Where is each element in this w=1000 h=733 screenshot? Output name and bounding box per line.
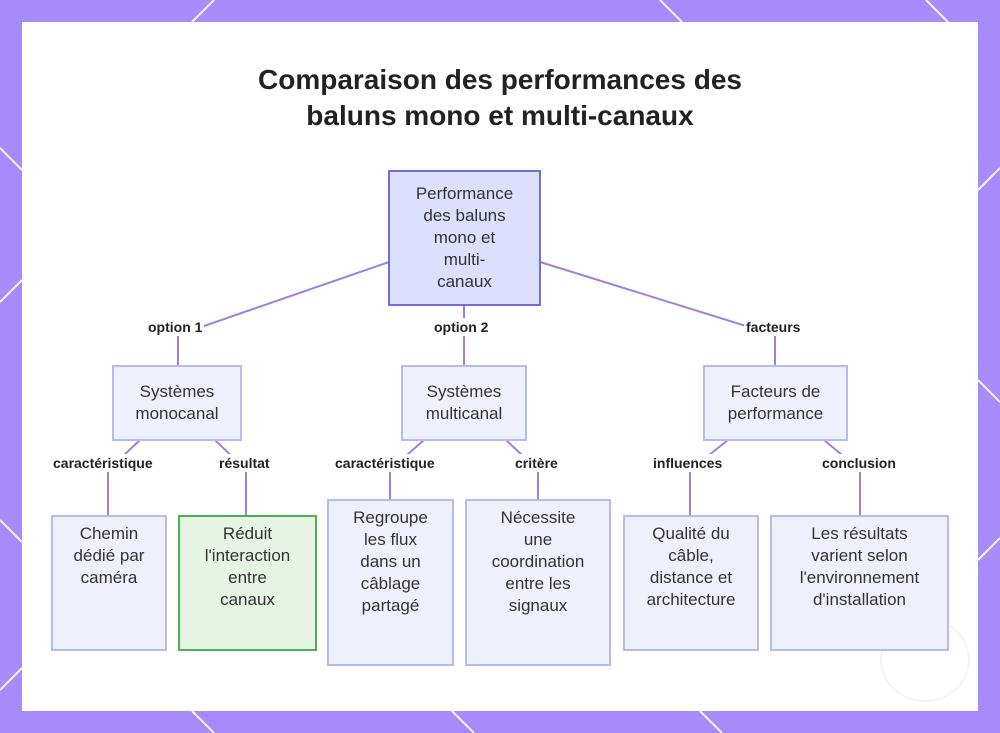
node-line: câble, bbox=[668, 546, 714, 565]
node-line: Chemin bbox=[79, 524, 139, 543]
edge-label-mono-resultat: résultat bbox=[217, 454, 272, 472]
node-line: distance et bbox=[649, 568, 733, 587]
diagram-title: Comparaison des performances des baluns … bbox=[0, 62, 1000, 134]
node-line: performance bbox=[727, 404, 824, 423]
node-root-line: Performance bbox=[415, 184, 514, 203]
edge-influences bbox=[689, 439, 729, 516]
node-line: Facteurs de bbox=[730, 382, 821, 401]
node-line: caméra bbox=[80, 568, 138, 587]
node-regroupe: Regroupe les flux dans un câblage partag… bbox=[327, 499, 454, 666]
node-line: partagé bbox=[361, 596, 420, 615]
edge-mono-resultat bbox=[214, 439, 247, 516]
node-line: les flux bbox=[364, 530, 417, 549]
edge-label-multi-caracteristique: caractéristique bbox=[333, 454, 437, 472]
node-line: canaux bbox=[220, 590, 275, 609]
node-root: Performance des baluns mono et multi- ca… bbox=[388, 170, 541, 306]
node-line: entre les bbox=[505, 574, 571, 593]
node-line: d'installation bbox=[812, 590, 906, 609]
node-line: monocanal bbox=[135, 404, 219, 423]
node-line: Les résultats bbox=[811, 524, 908, 543]
title-line-2: baluns mono et multi-canaux bbox=[306, 100, 694, 131]
node-root-line: multi- bbox=[443, 250, 486, 269]
node-reduit: Réduit l'interaction entre canaux bbox=[178, 515, 317, 651]
node-chemin: Chemin dédié par caméra bbox=[51, 515, 167, 651]
edge-conclusion bbox=[823, 439, 861, 516]
node-line: l'environnement bbox=[799, 568, 920, 587]
node-necessite: Nécessite une coordination entre les sig… bbox=[465, 499, 611, 666]
node-monocanal: Systèmes monocanal bbox=[112, 365, 242, 441]
node-resultats: Les résultats varient selon l'environnem… bbox=[770, 515, 949, 651]
edge-facteurs bbox=[539, 261, 776, 365]
node-line: dédié par bbox=[73, 546, 145, 565]
edge-label-mono-caracteristique: caractéristique bbox=[51, 454, 155, 472]
edge-label-conclusion: conclusion bbox=[820, 454, 898, 472]
node-qualite: Qualité du câble, distance et architectu… bbox=[623, 515, 759, 651]
node-line: signaux bbox=[508, 596, 568, 615]
node-line: l'interaction bbox=[204, 546, 291, 565]
node-root-line: mono et bbox=[433, 228, 496, 247]
edge-mono-caracteristique bbox=[107, 439, 141, 516]
edge-label-facteurs: facteurs bbox=[744, 318, 803, 336]
node-line: Systèmes bbox=[139, 382, 215, 401]
edge-label-multi-critere: critère bbox=[513, 454, 560, 472]
node-line: une bbox=[523, 530, 553, 549]
edge-label-option2: option 2 bbox=[432, 318, 491, 336]
node-line: architecture bbox=[646, 590, 736, 609]
node-multicanal: Systèmes multicanal bbox=[401, 365, 527, 441]
node-line: varient selon bbox=[811, 546, 908, 565]
node-line: Systèmes bbox=[426, 382, 502, 401]
node-line: Nécessite bbox=[500, 508, 576, 527]
title-line-1: Comparaison des performances des bbox=[258, 64, 742, 95]
node-root-line: canaux bbox=[437, 272, 492, 291]
edge-label-influences: influences bbox=[651, 454, 725, 472]
node-line: Regroupe bbox=[353, 508, 428, 527]
node-facteurs: Facteurs de performance bbox=[703, 365, 848, 441]
edge-label-option1: option 1 bbox=[146, 318, 205, 336]
edge-option1 bbox=[177, 261, 390, 365]
node-line: entre bbox=[228, 568, 267, 587]
node-root-line: des baluns bbox=[423, 206, 506, 225]
node-line: multicanal bbox=[425, 404, 503, 423]
node-line: câblage bbox=[360, 574, 421, 593]
node-line: Qualité du bbox=[652, 524, 730, 543]
node-line: Réduit bbox=[222, 524, 273, 543]
node-line: dans un bbox=[360, 552, 421, 571]
node-line: coordination bbox=[491, 552, 585, 571]
